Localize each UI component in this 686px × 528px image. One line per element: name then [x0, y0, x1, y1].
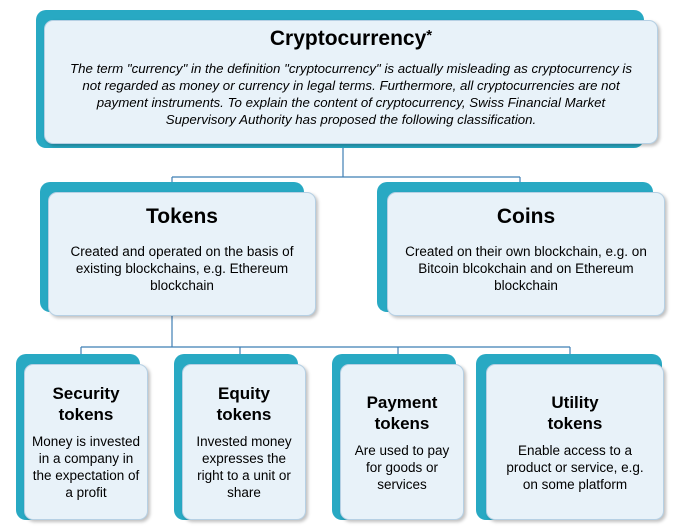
root-box: Cryptocurrency* The term "currency" in t…	[44, 20, 658, 144]
coins-title: Coins	[496, 205, 556, 228]
equity-tokens-title: Equity tokens	[216, 384, 272, 424]
payment-tokens-description: Are used to pay for goods or services	[354, 442, 450, 492]
equity-tokens-box: Equity tokens Invested money expresses t…	[182, 364, 306, 520]
utility-tokens-title: Utility tokens	[547, 392, 603, 433]
coins-description: Created on their own blockchain, e.g. on…	[405, 244, 647, 293]
payment-tokens-title: Payment tokens	[366, 392, 438, 433]
root-marker: *	[426, 27, 433, 44]
tokens-description: Created and operated on the basis of exi…	[70, 244, 294, 293]
security-tokens-description: Money is invested in a company in the ex…	[31, 434, 141, 500]
utility-tokens-box: Utility tokens Enable access to a produc…	[486, 364, 664, 520]
tokens-title: Tokens	[146, 205, 218, 228]
equity-tokens-description: Invested money expresses the right to a …	[196, 434, 292, 500]
tokens-box: Tokens Created and operated on the basis…	[48, 192, 316, 316]
security-tokens-box: Security tokens Money is invested in a c…	[24, 364, 148, 520]
root-description: The term "currency" in the definition "c…	[69, 61, 633, 127]
utility-tokens-description: Enable access to a product or service, e…	[506, 442, 644, 492]
security-tokens-title: Security tokens	[52, 384, 120, 424]
root-title: Cryptocurrency	[269, 27, 427, 50]
root-title-row: Cryptocurrency*	[270, 27, 432, 51]
coins-box: Coins Created on their own blockchain, e…	[387, 192, 665, 316]
payment-tokens-box: Payment tokens Are used to pay for goods…	[340, 364, 464, 520]
